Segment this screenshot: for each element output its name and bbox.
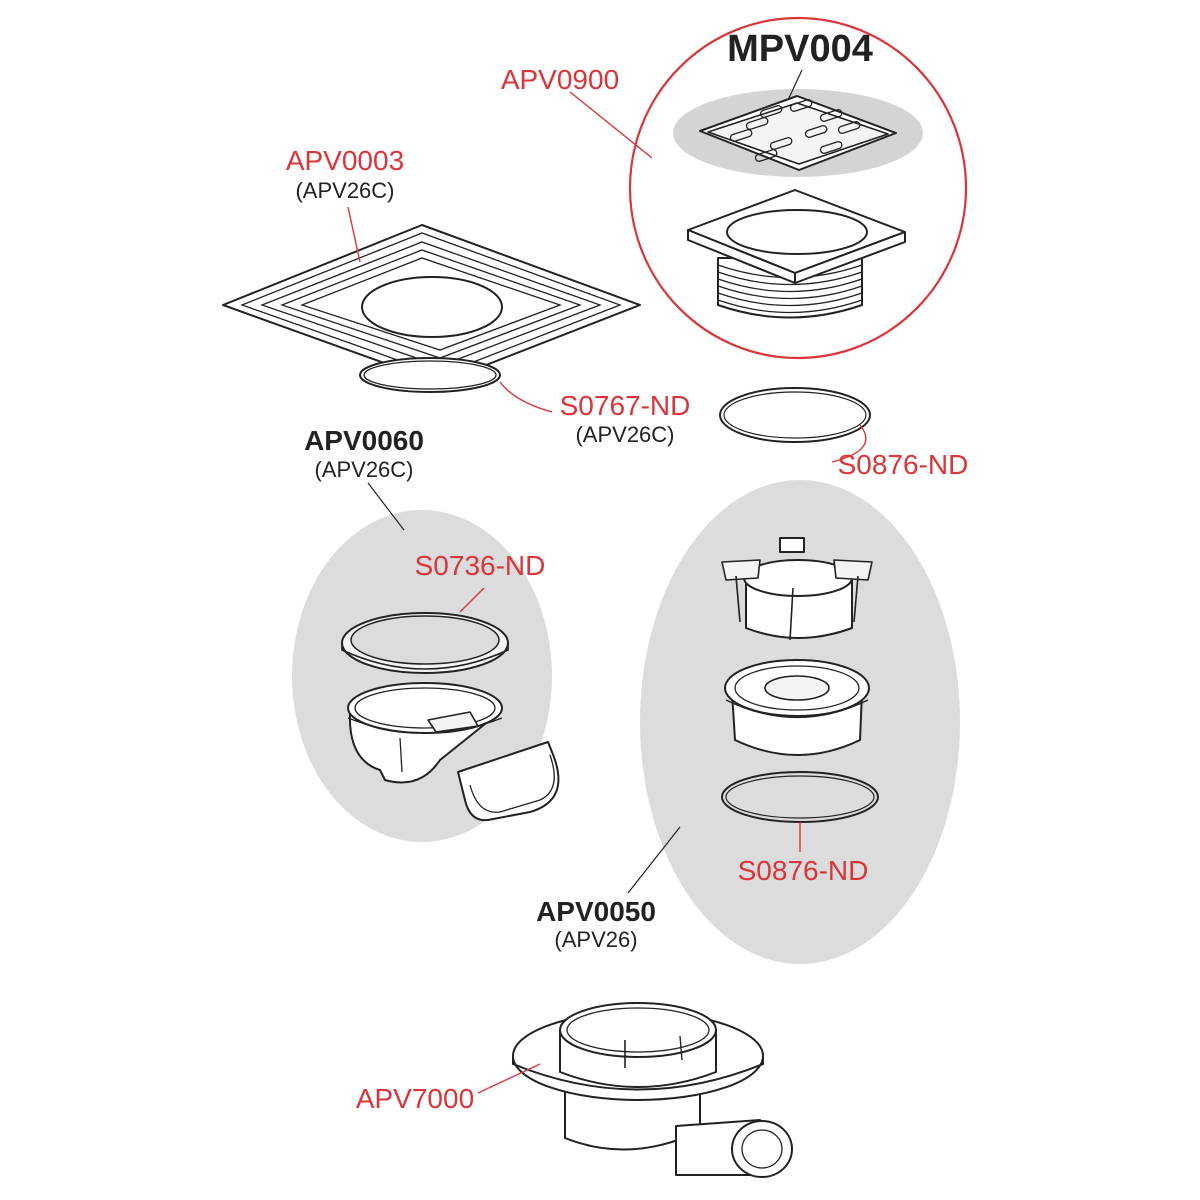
label-s0736: S0736-ND bbox=[415, 550, 546, 581]
seal-s0767-illustration bbox=[359, 357, 501, 393]
label-s0876-top: S0876-ND bbox=[838, 449, 969, 480]
label-apv0060: APV0060 bbox=[304, 425, 424, 456]
dome-cover-illustration bbox=[721, 537, 873, 641]
label-s0767-sub: (APV26C) bbox=[575, 422, 674, 447]
drain-body-illustration bbox=[512, 1002, 793, 1178]
grate-illustration bbox=[673, 89, 923, 177]
mpv004-group-outline bbox=[628, 16, 968, 360]
label-mpv004: MPV004 bbox=[727, 28, 873, 70]
label-apv7000: APV7000 bbox=[356, 1083, 474, 1114]
seal-s0736-illustration bbox=[341, 612, 509, 674]
label-apv0003: APV0003 bbox=[286, 145, 404, 176]
trap-clip-illustration bbox=[457, 741, 560, 822]
label-s0876-bottom: S0876-ND bbox=[738, 855, 869, 886]
trap-cup-illustration bbox=[347, 682, 503, 784]
label-apv0003-sub: (APV26C) bbox=[295, 178, 394, 203]
label-apv0900: APV0900 bbox=[501, 64, 619, 95]
seal-s0876-top-illustration bbox=[719, 387, 871, 443]
leader-lines bbox=[347, 69, 867, 1094]
square-flange-illustration bbox=[222, 224, 641, 384]
odour-trap-body-illustration bbox=[724, 659, 870, 756]
label-apv0050: APV0050 bbox=[536, 896, 656, 927]
label-apv0050-sub: (APV26) bbox=[554, 927, 637, 952]
label-s0767: S0767-ND bbox=[560, 390, 691, 421]
apv0060-group-background bbox=[292, 510, 552, 842]
label-apv0060-sub: (APV26C) bbox=[314, 457, 413, 482]
frame-illustration bbox=[687, 189, 906, 319]
